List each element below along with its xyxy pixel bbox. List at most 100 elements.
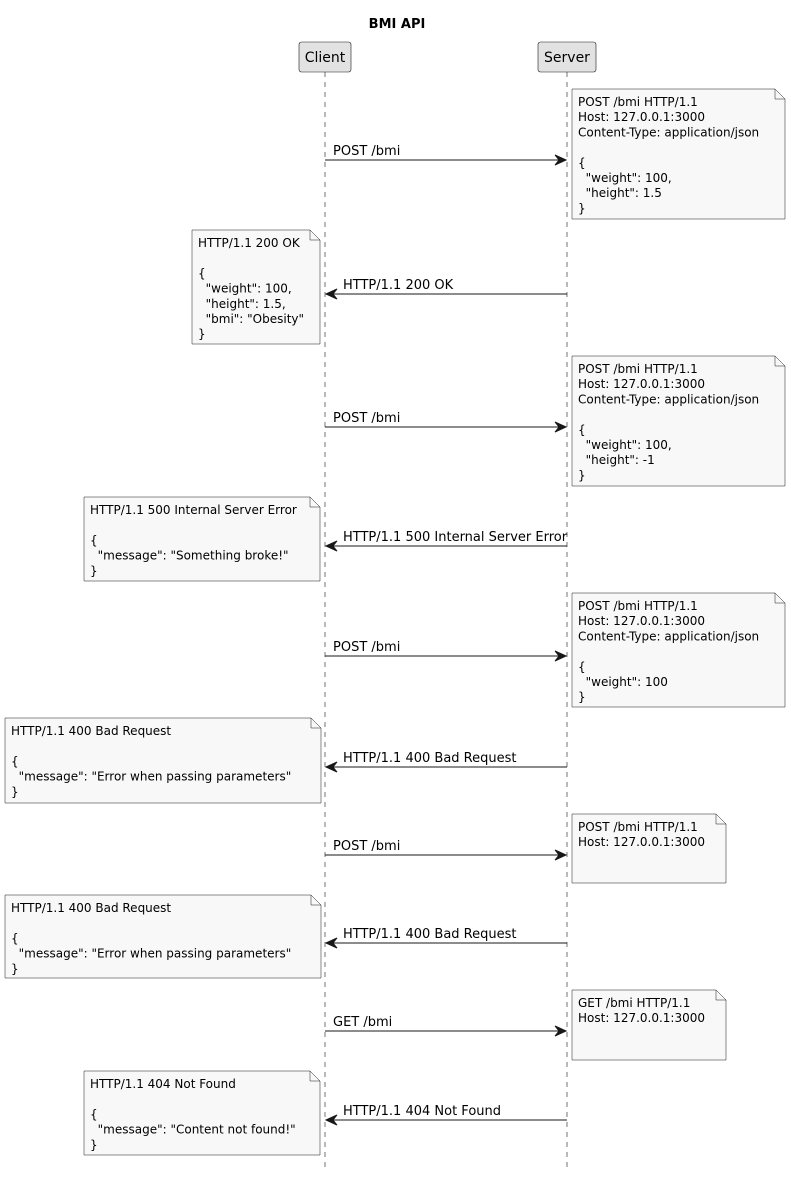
note-8: HTTP/1.1 400 Bad Request{ "message": "Er… <box>4 894 322 979</box>
note-2: HTTP/1.1 200 OK{ "weight": 100, "height"… <box>191 229 321 345</box>
note-box <box>83 496 321 582</box>
message-label: POST /bmi <box>333 640 400 655</box>
note-10: HTTP/1.1 404 Not Found{ "message": "Cont… <box>83 1070 321 1156</box>
note-box <box>571 355 786 487</box>
note-line: POST /bmi HTTP/1.1 <box>578 599 698 613</box>
message-label: HTTP/1.1 404 Not Found <box>343 1104 501 1119</box>
note-6: HTTP/1.1 400 Bad Request { "message": "Er… <box>4 717 322 804</box>
note-line: } <box>90 1138 98 1152</box>
message-7: POST /bmi <box>325 839 568 861</box>
note-box <box>571 592 786 708</box>
note-line: HTTP/1.1 500 Internal Server Error <box>90 503 297 517</box>
note-fold <box>309 230 320 241</box>
note-line: } <box>578 468 586 482</box>
message-label: HTTP/1.1 400 Bad Request <box>343 751 516 766</box>
note-line: "height": -1 <box>578 453 655 467</box>
arrowhead <box>554 421 568 433</box>
note-line: "weight": 100 <box>578 675 668 689</box>
arrowhead <box>324 540 338 552</box>
message-8: HTTP/1.1 400 Bad Request <box>324 927 567 949</box>
note-line: "weight": 100, <box>578 171 672 185</box>
note-box <box>191 229 321 345</box>
note-fold <box>715 814 726 825</box>
note-line: Host: 127.0.0.1:3000 <box>578 614 705 628</box>
note-fold <box>774 356 785 367</box>
note-box <box>571 88 786 220</box>
note-box <box>4 894 322 979</box>
note-line: Host: 127.0.0.1:3000 <box>578 1011 705 1025</box>
arrowhead <box>324 761 338 773</box>
message-label: POST /bmi <box>333 839 400 854</box>
note-fold <box>715 990 726 1001</box>
note-line: } <box>578 690 586 704</box>
note-line: { <box>578 423 586 437</box>
note-line: GET /bmi HTTP/1.1 <box>578 996 690 1010</box>
note-line: Host: 127.0.0.1:3000 <box>578 835 705 849</box>
lifelines <box>324 72 568 1168</box>
arrowhead <box>324 937 338 949</box>
note-line: "bmi": "Obesity" <box>198 312 304 326</box>
note-box <box>571 813 727 884</box>
note-line: HTTP/1.1 400 Bad Request <box>11 901 171 915</box>
note-line: { <box>578 660 586 674</box>
note-line: "message": "Error when passing parameter… <box>11 770 291 784</box>
message-label: HTTP/1.1 200 OK <box>343 278 454 293</box>
participant-server: Server <box>537 41 597 73</box>
message-label: HTTP/1.1 500 Internal Server Error <box>343 530 568 545</box>
note-line: Content-Type: application/json <box>578 392 759 406</box>
note-line: } <box>198 327 206 341</box>
arrowhead <box>554 650 568 662</box>
diagram-title: BMI API <box>369 17 426 32</box>
message-label: POST /bmi <box>333 411 400 426</box>
note-fold <box>309 1071 320 1082</box>
message-6: HTTP/1.1 400 Bad Request <box>324 751 567 773</box>
arrowhead <box>324 288 338 300</box>
note-line: Content-Type: application/json <box>578 125 759 139</box>
note-4: HTTP/1.1 500 Internal Server Error { "mes… <box>83 496 321 582</box>
note-fold <box>310 718 321 729</box>
message-3: POST /bmi <box>325 411 568 433</box>
message-2: HTTP/1.1 200 OK <box>324 278 567 300</box>
note-line: { <box>11 931 19 945</box>
message-4: HTTP/1.1 500 Internal Server Error <box>324 530 568 552</box>
message-label: HTTP/1.1 400 Bad Request <box>343 927 516 942</box>
note-line: HTTP/1.1 400 Bad Request <box>11 724 171 738</box>
note-fold <box>310 895 321 906</box>
message-1: POST /bmi <box>325 144 568 166</box>
note-line: HTTP/1.1 200 OK <box>198 236 301 250</box>
note-box <box>4 717 322 804</box>
message-label: GET /bmi <box>333 1015 392 1030</box>
note-line: } <box>11 962 19 976</box>
note-line: POST /bmi HTTP/1.1 <box>578 95 698 109</box>
note-line: "message": "Something broke!" <box>90 549 289 563</box>
note-line: } <box>578 201 586 215</box>
note-fold <box>774 89 785 100</box>
message-10: HTTP/1.1 404 Not Found <box>324 1104 567 1126</box>
note-line: Host: 127.0.0.1:3000 <box>578 377 705 391</box>
note-line: { <box>90 533 98 547</box>
participant-label: Client <box>305 50 346 66</box>
note-fold <box>309 497 320 508</box>
note-line: POST /bmi HTTP/1.1 <box>578 820 698 834</box>
arrowhead <box>554 154 568 166</box>
note-line: POST /bmi HTTP/1.1 <box>578 362 698 376</box>
note-line: "height": 1.5 <box>578 186 662 200</box>
note-line: } <box>90 564 98 578</box>
note-line: "weight": 100, <box>578 438 672 452</box>
note-line: { <box>578 156 586 170</box>
participant-client: Client <box>298 41 352 73</box>
note-line: { <box>11 754 19 768</box>
participant-box <box>537 41 597 73</box>
participant-label: Server <box>544 50 590 66</box>
arrowhead <box>554 849 568 861</box>
note-line: } <box>11 785 19 799</box>
message-9: GET /bmi <box>325 1015 568 1037</box>
note-line: { <box>198 266 206 280</box>
note-fold <box>774 593 785 604</box>
